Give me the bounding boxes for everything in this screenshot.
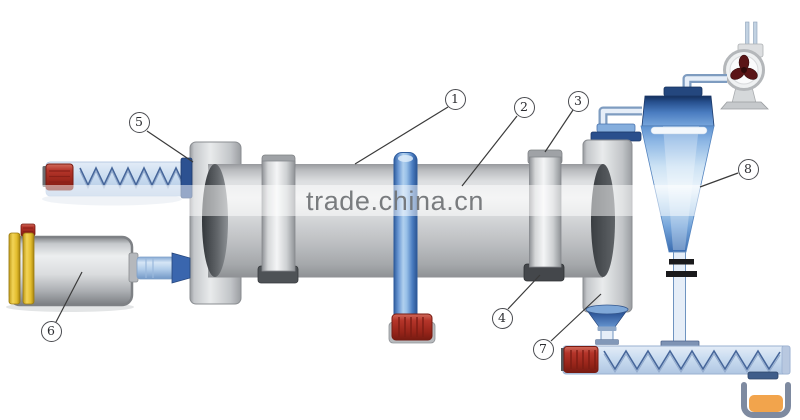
motor-yellow-band-2 <box>22 232 35 305</box>
motor-shaft <box>136 256 175 280</box>
callout-2: 2 <box>513 96 535 118</box>
exhaust-fan <box>720 21 769 110</box>
pipe-base-ribs <box>398 317 424 337</box>
riding-ring-1 <box>257 154 299 284</box>
conveyor-motor-end-cap <box>561 348 565 371</box>
leader-line-2 <box>461 115 518 187</box>
leader-line-1 <box>354 106 449 165</box>
discharge-hopper <box>585 304 629 343</box>
callout-6: 6 <box>40 320 62 342</box>
callout-8: 8 <box>737 158 759 180</box>
drum-end-right <box>591 164 615 277</box>
callout-4: 4 <box>491 307 513 329</box>
collection-bucket <box>741 382 791 418</box>
cyclone-top-flange <box>663 86 703 97</box>
leader-line-8 <box>699 172 739 188</box>
hopper-pipe-flange-top <box>597 326 617 331</box>
leader-line-3 <box>544 109 574 153</box>
conveyor-outlet <box>747 371 779 380</box>
feed-screw-flights <box>79 166 184 187</box>
blue-pipe <box>393 152 418 323</box>
watermark-band <box>0 185 800 216</box>
shaft-coupling-cone <box>171 252 191 284</box>
drive-motor <box>6 223 191 312</box>
hopper-rim <box>585 304 629 315</box>
watermark-text: trade.china.cn <box>306 186 485 216</box>
leader-line-6 <box>55 271 83 323</box>
shaft-rings <box>145 258 154 278</box>
bottom-screw-conveyor <box>561 339 791 380</box>
conveyor-motor <box>563 346 599 373</box>
motor-cap-ribs <box>23 227 33 233</box>
feed-motor-ribs <box>49 170 70 183</box>
cyclone-flange-bar-2 <box>666 271 697 277</box>
bucket-contents <box>749 395 783 412</box>
callout-5: 5 <box>128 111 150 133</box>
conveyor-screw-flights <box>603 349 781 371</box>
conveyor-inlet-flange-1 <box>595 339 619 345</box>
cyclone-slot <box>650 126 708 135</box>
cyclone-inlet-box <box>641 95 715 127</box>
drum-end-left <box>202 164 228 277</box>
callout-7: 7 <box>532 338 554 360</box>
leader-line-5 <box>146 130 194 163</box>
callout-1: 1 <box>444 88 466 110</box>
cyclone-drop-pipe <box>673 251 686 345</box>
conveyor-motor-ribs <box>570 350 596 369</box>
pipe-base-motor <box>391 313 433 341</box>
leader-line-4 <box>507 274 541 310</box>
conveyor-screw-flights-2 <box>603 352 781 374</box>
callout-3: 3 <box>567 90 589 112</box>
leader-lines <box>55 106 739 342</box>
motor-yellow-band-1 <box>8 232 21 305</box>
fan-impeller-icon <box>730 54 758 80</box>
conveyor-end-cap <box>781 345 791 375</box>
cyclone-flange-bar-1 <box>669 259 694 265</box>
blue-pipe-highlight <box>398 155 413 162</box>
leader-line-7 <box>550 293 602 342</box>
housing-flange-cap <box>596 123 636 133</box>
fan-base <box>720 101 769 110</box>
